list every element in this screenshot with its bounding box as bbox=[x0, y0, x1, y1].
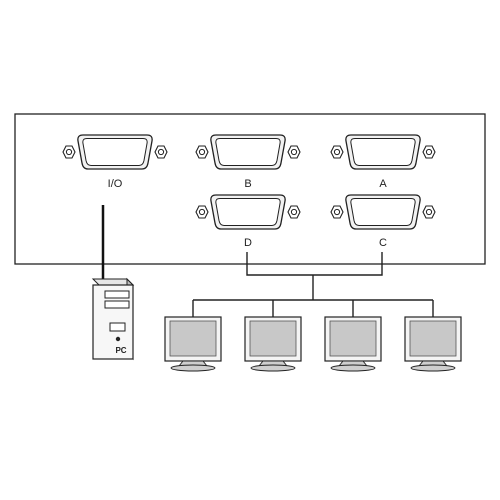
monitor-icon bbox=[404, 316, 462, 372]
screw-icon bbox=[422, 205, 436, 219]
pc-label: PC bbox=[115, 346, 126, 355]
db9-connector-a bbox=[330, 134, 436, 170]
db9-connector-d bbox=[195, 194, 301, 230]
port-label-d: D bbox=[244, 237, 252, 249]
screw-icon bbox=[330, 205, 344, 219]
monitor-icon bbox=[164, 316, 222, 372]
connector-group bbox=[62, 134, 436, 230]
screw-icon bbox=[154, 145, 168, 159]
port-label-a: A bbox=[379, 178, 387, 190]
monitor-wiring bbox=[192, 252, 434, 317]
db9-connector-c bbox=[330, 194, 436, 230]
monitor-group bbox=[164, 316, 462, 372]
screw-icon bbox=[195, 145, 209, 159]
port-label-b: B bbox=[244, 178, 251, 190]
db9-connector-io bbox=[62, 134, 168, 170]
screw-icon bbox=[62, 145, 76, 159]
screw-icon bbox=[195, 205, 209, 219]
screw-icon bbox=[422, 145, 436, 159]
screw-icon bbox=[330, 145, 344, 159]
screw-icon bbox=[287, 145, 301, 159]
port-label-io: I/O bbox=[108, 178, 123, 190]
monitor-icon bbox=[324, 316, 382, 372]
screw-icon bbox=[287, 205, 301, 219]
power-button-icon bbox=[115, 336, 121, 342]
port-label-c: C bbox=[379, 237, 387, 249]
monitor-icon bbox=[244, 316, 302, 372]
db9-connector-b bbox=[195, 134, 301, 170]
pc-tower: PC bbox=[91, 277, 135, 361]
